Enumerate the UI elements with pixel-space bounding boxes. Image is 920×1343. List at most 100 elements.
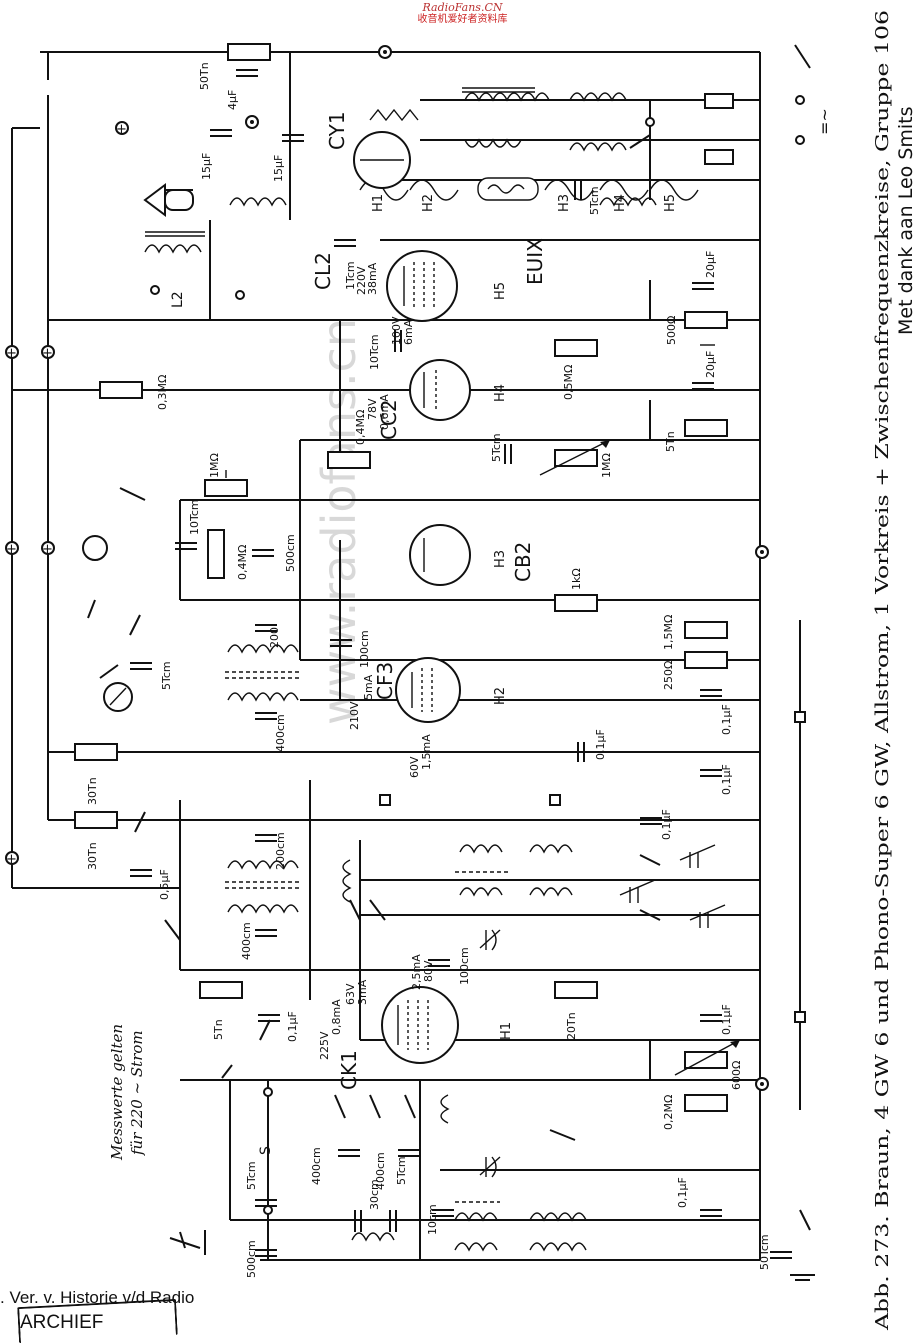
- label-r_1m_b: 1MΩ: [600, 453, 613, 478]
- note-line-1: Messwerte gelten: [108, 1024, 126, 1161]
- label-r_30k_b: 30Tn: [86, 842, 99, 870]
- tube-labels: CY1 CL2 EUIX CC2 CB2 CF3 CK1: [311, 111, 547, 1090]
- label-c_400cm: 400cm: [274, 714, 287, 752]
- component-labels: 50Tn 4μF 15μF 15μF 1Tcm 220V 38mA 20μF 5…: [86, 62, 771, 1278]
- label-ma_38: 38mA: [366, 262, 379, 295]
- footer-text: . Ver. v. Historie v/d Radio: [0, 1288, 195, 1307]
- caption: Abb. 273. Braun, 4 GW 6 und Phono-Super …: [872, 10, 917, 1331]
- tubes: [82, 131, 471, 1064]
- site-name-cn: 收音机爱好者资料库: [417, 14, 508, 25]
- label-c_100cm_b: 100cm: [458, 947, 471, 985]
- label-ma_5: 5mA: [362, 674, 375, 700]
- heater-h5: H5: [663, 194, 678, 212]
- heater-h5-cl2: H5: [493, 282, 508, 300]
- heater-h2-cf3: H2: [493, 687, 508, 705]
- tube-label-ck1: CK1: [337, 1050, 361, 1090]
- label-ma_08: 0,8mA: [330, 999, 343, 1035]
- heater-h3-cb2: H3: [493, 550, 508, 568]
- label-c_5kcm_c: 5Tcm: [160, 661, 173, 690]
- capacitors: [130, 69, 792, 1259]
- speaker-icon: [143, 183, 194, 217]
- label-c_50cm: 50Tcm: [758, 1234, 771, 1270]
- terminals: + + + + + +: [5, 45, 806, 1215]
- label-v_225: 225V: [318, 1031, 331, 1060]
- label-c_10kcm_b: 10Tcm: [188, 499, 201, 535]
- label-s: S: [258, 1146, 274, 1155]
- site-name: RadioFans.CN: [422, 1, 503, 14]
- label-r_05m: 0,5MΩ: [562, 365, 575, 400]
- tube-label-euix: EUIX: [523, 238, 547, 285]
- label-c_5kcm_mid: 5Tcm: [490, 433, 503, 462]
- svg-text:+: +: [6, 542, 17, 557]
- label-v_210: 210V: [348, 701, 361, 730]
- label-c_5kcm_e: 5Tcm: [245, 1161, 258, 1190]
- switches: [87, 44, 811, 1231]
- heater-h4: H4: [613, 194, 628, 212]
- label-r_5k_a: 5Tn: [664, 431, 677, 452]
- tube-label-cf3: CF3: [373, 662, 397, 700]
- svg-text:+: +: [42, 346, 53, 361]
- label-r_15m: 1,5MΩ: [662, 615, 675, 650]
- label-r_30k_a: 30Tn: [86, 777, 99, 805]
- archief-stamp: ARCHIEF: [20, 1312, 104, 1333]
- heater-h1-ck1: H1: [499, 1022, 514, 1040]
- label-l2: L2: [170, 291, 186, 308]
- label-c_01uf_d: 0,1μF: [660, 809, 673, 840]
- label-c_01uf_f: 0,1μF: [720, 1004, 733, 1035]
- label-c_400cm_b: 400cm: [240, 922, 253, 960]
- label-r_5k_b: 5Tn: [212, 1019, 225, 1040]
- label-c_01uf_b: 0,1μF: [720, 704, 733, 735]
- label-v_220: 220V: [355, 266, 368, 295]
- label-c_20uf_b: 20μF: [704, 351, 717, 378]
- label-c_10kcm: 10Tcm: [368, 334, 381, 370]
- tube-label-cl2: CL2: [311, 252, 335, 290]
- antenna-icon: [169, 1230, 206, 1255]
- label-v_80: 80V: [422, 960, 435, 982]
- label-r_02m: 0,2MΩ: [662, 1095, 675, 1130]
- label-r_04m: 0,4MΩ: [354, 410, 367, 445]
- coils: [144, 87, 657, 1252]
- label-c_400cm_c: 400cm: [310, 1147, 323, 1185]
- label-ma_06: 0,6mA: [378, 394, 391, 430]
- label-r_03m: 0,3MΩ: [156, 375, 169, 410]
- measurement-note: Messwerte gelten für 220 ~ Strom: [108, 1024, 146, 1161]
- label-r_20k: 20Tn: [565, 1012, 578, 1040]
- label-r_250: 250Ω: [662, 661, 675, 690]
- label-r_1m_a: 1MΩ: [208, 453, 221, 478]
- svg-text:+: +: [6, 852, 17, 867]
- svg-text:+: +: [6, 346, 17, 361]
- label-c_30cm: 30cm: [368, 1179, 381, 1210]
- label-c_01uf_e: 0,1μF: [286, 1011, 299, 1042]
- heater-h1-cy1: H1: [371, 194, 386, 212]
- label-v_63: 63V: [344, 983, 357, 1005]
- tube-label-cc2: CC2: [377, 399, 401, 440]
- label-c_20uf_a: 20μF: [704, 251, 717, 278]
- label-c_01uf_a: 0,1μF: [594, 729, 607, 760]
- label-r_04m_b: 0,4MΩ: [236, 545, 249, 580]
- label-r_600: 600Ω: [730, 1061, 743, 1090]
- label-r_50k: 50Tn: [198, 62, 211, 90]
- label-c_4uf: 4μF: [226, 90, 239, 110]
- label-ma_15: 1,5mA: [420, 734, 433, 770]
- label-c_5kcm_d: 5Tcm: [395, 1156, 408, 1185]
- label-c_200cm: 200cm: [274, 832, 287, 870]
- variable-capacitors: [479, 344, 726, 1178]
- label-ma_25: 2,5mA: [410, 954, 423, 990]
- label-v_60: 60V: [408, 756, 421, 778]
- heater-labels: H1 H2 H3 H4 H5 H5 H4 H3 H2 H1: [371, 194, 678, 1040]
- label-r_500: 500Ω: [665, 316, 678, 345]
- label-c_05uf: 0,5μF: [158, 869, 171, 900]
- note-line-2: für 220 ~ Strom: [128, 1030, 146, 1156]
- heater-chain: [359, 177, 699, 201]
- resistors: [74, 43, 741, 1112]
- label-c_200: 200: [268, 627, 281, 648]
- label-v_100: 100V: [390, 316, 403, 345]
- mains-symbol: =~: [815, 108, 834, 135]
- caption-line-1: Abb. 273. Braun, 4 GW 6 und Phono-Super …: [872, 10, 893, 1331]
- site-watermark-header: RadioFans.CN 收音机爱好者资料库: [400, 2, 525, 26]
- tube-label-cb2: CB2: [511, 542, 535, 582]
- label-v_78: 78V: [366, 398, 379, 420]
- label-c_15uf_b: 15μF: [272, 155, 285, 182]
- label-c_400cm_d: 400cm: [374, 1152, 387, 1190]
